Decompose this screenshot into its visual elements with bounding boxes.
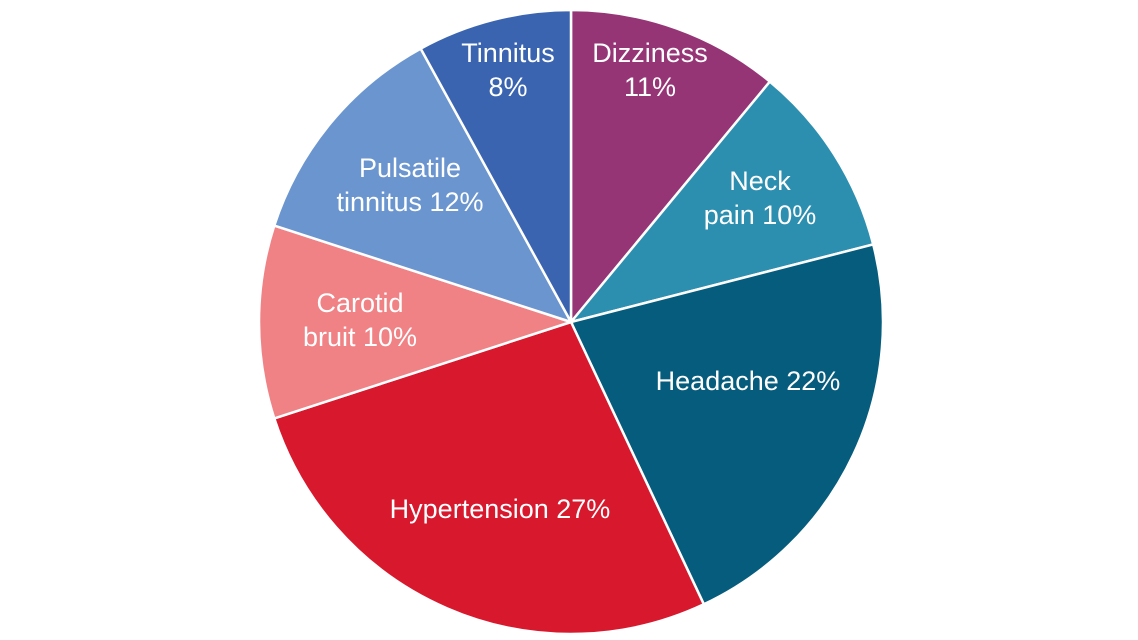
pie-slices [257,8,885,636]
pie-slice-tinnitus [418,8,573,323]
pie-slice-pulsatile-tinnitus [272,46,574,325]
slice-label: Hypertension 27% [390,494,611,524]
pie-slice-hypertension [272,320,706,636]
slice-label: Headache 22% [656,366,841,396]
pie-slice-neck-pain [567,79,875,325]
pie-slice-carotid-bruit [257,224,576,420]
pie-slice-dizziness [569,8,772,326]
pie-slice-headache [569,242,885,606]
